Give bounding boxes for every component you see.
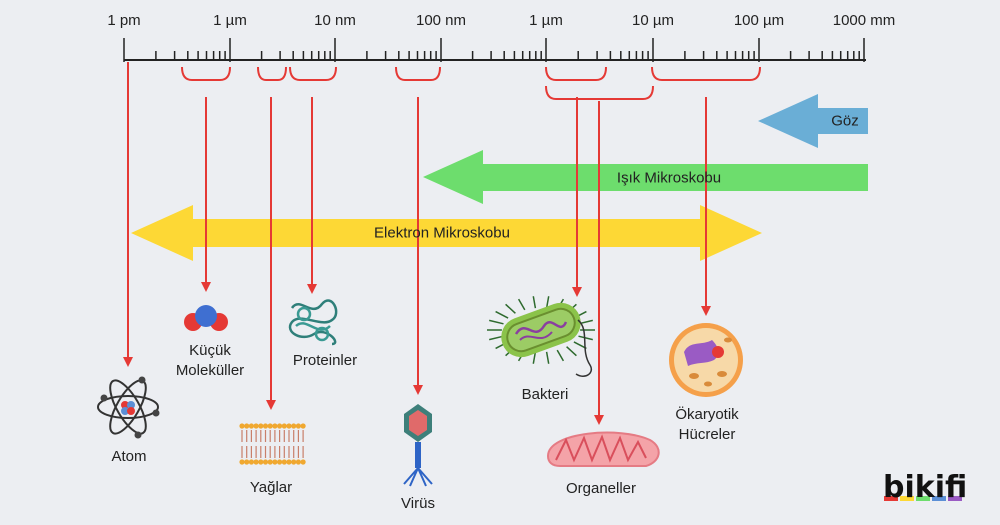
small-molecules-label-line2: Moleküller: [175, 362, 245, 379]
brand-logo: bikifi: [883, 470, 968, 505]
bacteria-hair: [505, 303, 516, 314]
lipid-head: [258, 423, 264, 429]
bacteria-hair: [495, 310, 509, 319]
molecule-icon: [184, 305, 228, 331]
bacteria-label: Bakteri: [521, 386, 569, 403]
range-brackets: [181, 66, 761, 100]
lipid-head: [267, 459, 273, 465]
lipid-head: [262, 459, 269, 465]
light-microscope-range-label: Işık Mikroskobu: [616, 169, 722, 187]
scale-label-100nm: 100 nm: [415, 12, 467, 29]
bracket-bacteria: [545, 66, 607, 81]
eukaryotic-label-line1: Ökaryotik: [675, 406, 739, 423]
lipid-head: [258, 459, 264, 465]
eukaryotic-label-line2: Hücreler: [678, 426, 736, 443]
lipid-head: [262, 423, 269, 429]
scale-label-1pm: 1 pm: [107, 12, 141, 29]
eukaryotic-cells-label: Ökaryotik Hücreler: [662, 405, 752, 445]
lipid-head: [286, 459, 292, 465]
lipid-head: [300, 459, 306, 465]
lipid-head: [281, 423, 287, 429]
lipid-head: [239, 423, 245, 429]
bracket-small-molecules: [181, 66, 231, 81]
protein-icon: [288, 299, 338, 346]
lipid-head: [272, 459, 278, 465]
lipid-head: [248, 459, 254, 465]
bracket-eukaryotic: [651, 66, 761, 81]
scale-label-1000mm: 1000 mm: [832, 12, 896, 29]
lipid-head: [295, 423, 301, 429]
lipid-head: [291, 459, 297, 465]
logo-accents: [884, 496, 962, 501]
lipid-head: [267, 423, 273, 429]
lipid-head: [244, 423, 250, 429]
lipid-head: [295, 459, 301, 465]
atom-icon: [97, 376, 160, 439]
virus-label: Virüs: [401, 495, 435, 512]
lipid-head: [272, 423, 278, 429]
pointer-lines: [123, 62, 711, 425]
bracket-virus: [395, 66, 441, 81]
lipid-head: [239, 459, 245, 465]
bacteria-hair: [532, 351, 537, 364]
virus-icon: [403, 404, 433, 487]
bacteria-icon: [487, 296, 595, 377]
eye-range-arrow: [758, 94, 868, 148]
lipid-head: [244, 459, 250, 465]
electron-microscope-range-arrow: [131, 205, 762, 261]
bacteria-hair: [489, 319, 504, 325]
lipid-head: [291, 423, 297, 429]
bacteria-hair: [578, 335, 593, 341]
bacteria-hair: [545, 351, 550, 364]
lipid-head: [281, 459, 287, 465]
lipids-label: Yağlar: [249, 479, 293, 496]
bacteria-hair: [532, 296, 537, 309]
bacteria-hair: [489, 335, 504, 341]
bacteria-hair: [545, 296, 550, 309]
bacteria-hair: [566, 346, 577, 357]
electron-microscope-range-label: Elektron Mikroskobu: [374, 224, 510, 242]
organelles-label: Organeller: [565, 480, 637, 497]
organelle-icon: [546, 431, 660, 467]
lipid-head: [277, 423, 283, 429]
small-molecules-label: Küçük Moleküller: [170, 341, 250, 381]
scale-label-10nm: 10 nm: [314, 12, 356, 29]
scale-label-1um-a: 1 µm: [213, 12, 247, 29]
bracket-proteins: [289, 66, 337, 81]
light-microscope-range-arrow: [423, 150, 868, 204]
atom-label: Atom: [111, 448, 147, 465]
bracket-organelles: [545, 85, 654, 100]
lipid-head: [253, 423, 259, 429]
eukaryotic-cell-icon: [669, 323, 743, 397]
scale-label-1um-b: 1 µm: [529, 12, 563, 29]
lipid-head: [253, 459, 259, 465]
bracket-lipids: [257, 66, 287, 81]
lipid-head: [286, 423, 292, 429]
small-molecules-label-line1: Küçük: [189, 342, 231, 359]
lipid-head: [248, 423, 254, 429]
lipid-head: [300, 423, 306, 429]
scale-label-10um: 10 µm: [632, 12, 674, 29]
eye-range-label: Göz: [831, 112, 859, 130]
lipid-head: [277, 459, 283, 465]
bacteria-hair: [517, 298, 526, 311]
scale-ruler: [123, 38, 866, 62]
proteins-label: Proteinler: [292, 352, 358, 369]
scale-label-100um: 100 µm: [733, 12, 785, 29]
bacteria-hair: [556, 349, 565, 362]
lipid-bilayer-icon: [239, 423, 306, 465]
